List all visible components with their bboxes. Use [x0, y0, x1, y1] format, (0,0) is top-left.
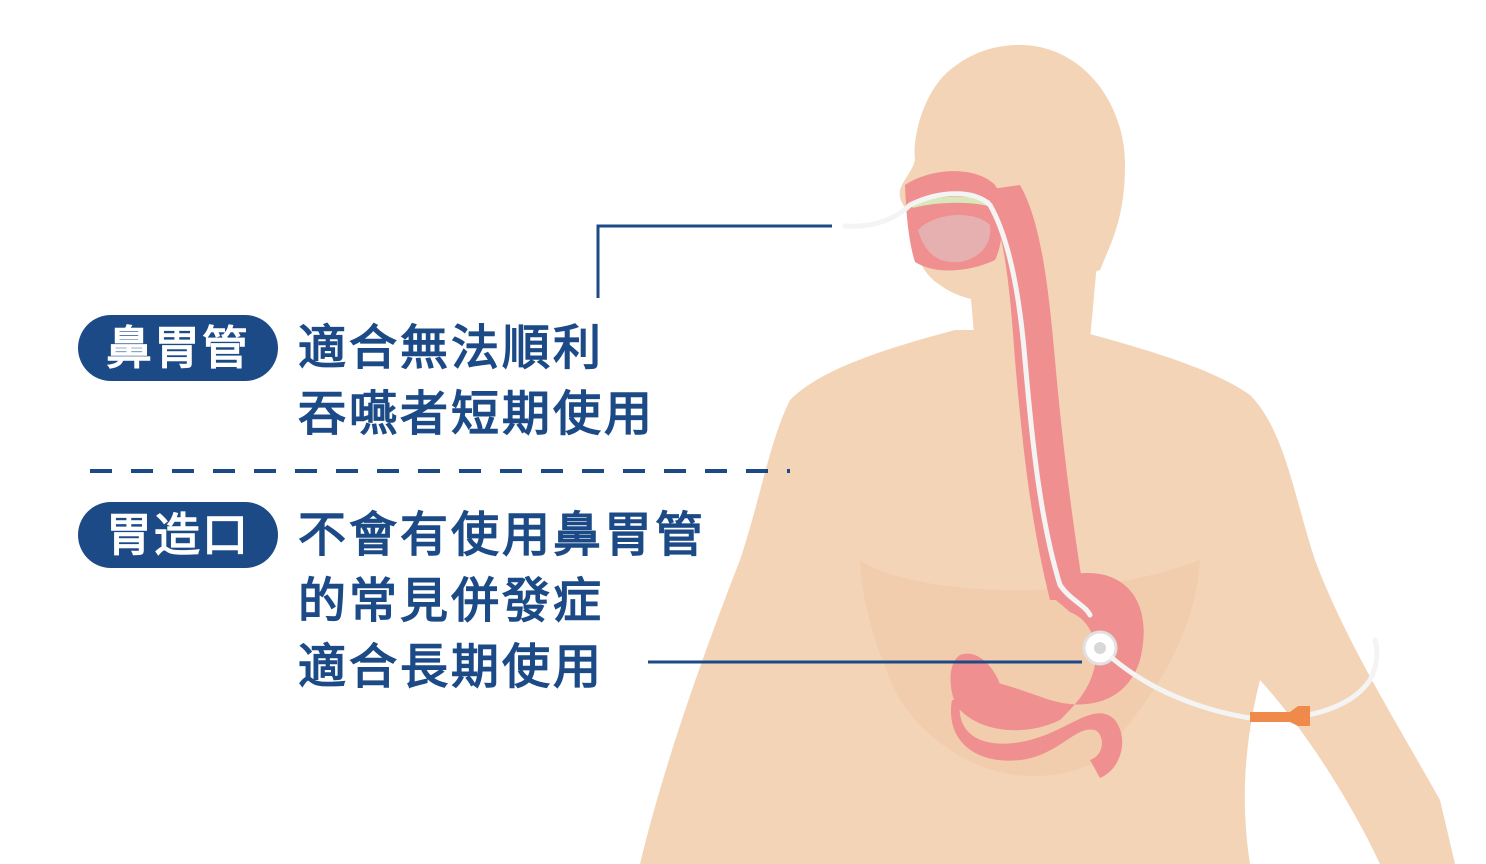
stomach [950, 572, 1144, 731]
gastrostomy-line-2: 的常見併發症 [298, 573, 605, 629]
nasogastric-label: 鼻胃管 [78, 315, 278, 381]
tongue [918, 214, 991, 263]
gastrostomy-port-center [1094, 642, 1106, 654]
intestine [950, 700, 1123, 778]
gastrostomy-line-3: 適合長期使用 [298, 639, 605, 695]
tube-connector [1250, 706, 1310, 726]
nasogastric-line-2: 吞嚥者短期使用 [298, 386, 656, 442]
nasogastric-line-1: 適合無法順利 [298, 320, 605, 376]
nasogastric-description: 適合無法順利 吞嚥者短期使用 [298, 315, 655, 447]
leader-line-nasogastric [596, 224, 832, 298]
gastrostomy-description: 不會有使用鼻胃管 的常見併發症 適合長期使用 [298, 502, 706, 700]
nasogastric-tube [842, 191, 1093, 618]
esophagus [985, 185, 1085, 600]
gastrostomy-line-1: 不會有使用鼻胃管 [298, 507, 707, 563]
gastrostomy-label: 胃造口 [78, 502, 278, 568]
